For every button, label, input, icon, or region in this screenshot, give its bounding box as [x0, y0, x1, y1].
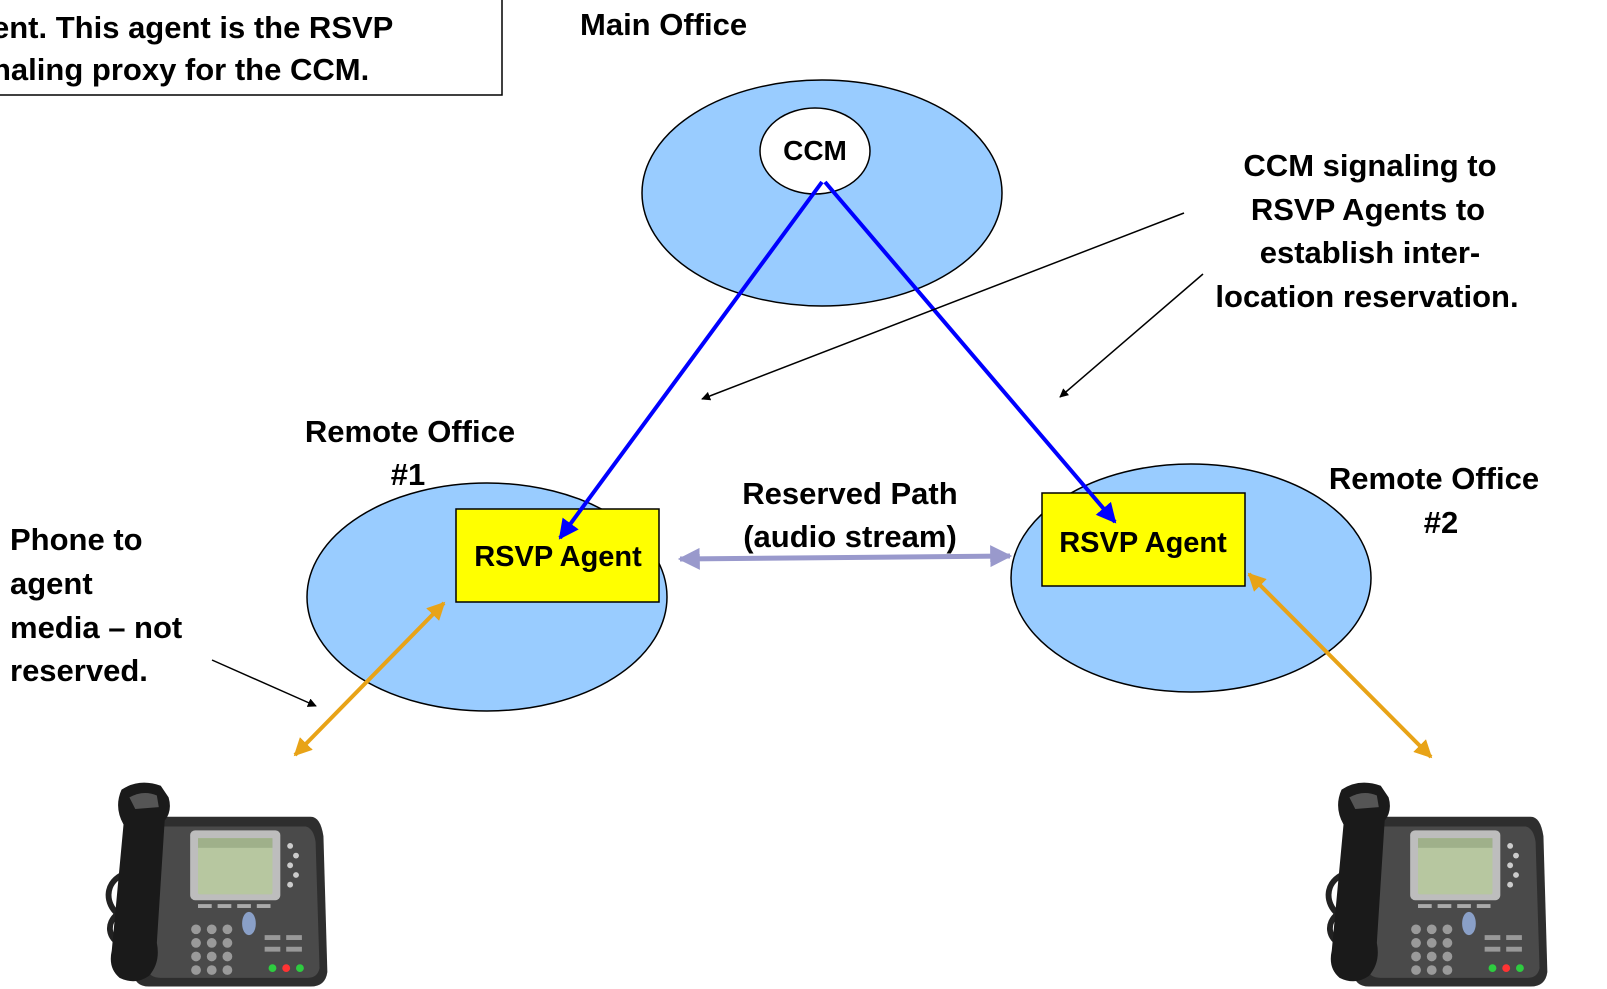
- rsvp-agent-1: [455, 508, 660, 603]
- ccm-to-agent-1-signal: [558, 180, 824, 540]
- phone-media-note-line-4: reserved.: [10, 653, 148, 688]
- ccm-signaling-note-line-2: RSVP Agents to: [1251, 192, 1485, 227]
- ccm-signaling-note-line-3: establish inter-: [1260, 235, 1481, 270]
- ccm-signaling-note-line-1: CCM signaling to: [1243, 148, 1496, 183]
- phone-media-note-line-2: agent: [10, 566, 93, 601]
- phone-2-media-arrow: [1247, 572, 1433, 759]
- top-note-line-2: naling proxy for the CCM.: [0, 52, 369, 87]
- main-office: Main Office CCM: [580, 7, 1003, 307]
- top-note: ent. This agent is the RSVP naling proxy…: [0, 0, 503, 96]
- ccm-label: CCM: [783, 135, 847, 166]
- ccm-to-agent-2-signal: [823, 180, 1117, 524]
- phone-media-pointer: [211, 659, 317, 707]
- phone-media-note: Phone to agent media – not reserved.: [10, 522, 317, 707]
- reserved-path-arrow: [677, 545, 1013, 570]
- phone-1-media-arrow: [293, 601, 446, 757]
- phone-media-note-line-1: Phone to: [10, 522, 143, 557]
- ccm-signaling-pointer-1: [701, 212, 1185, 401]
- remote-office-2-label-line-1: Remote Office: [1329, 461, 1539, 496]
- ip-phone-icon: [1329, 783, 1548, 987]
- reserved-path-label-line-2: (audio stream): [743, 519, 957, 554]
- rsvp-agent-1-label: RSVP Agent: [474, 541, 642, 573]
- rsvp-agent-2-label: RSVP Agent: [1059, 527, 1227, 559]
- ccm-signaling-pointer-2: [1059, 273, 1204, 398]
- remote-office-2-label-line-2: #2: [1424, 505, 1458, 540]
- remote-office-1: Remote Office #1 RSVP Agent: [305, 414, 668, 712]
- ccm-signaling-note-line-4: location reservation.: [1215, 279, 1518, 314]
- reserved-path-label-line-1: Reserved Path: [742, 476, 957, 511]
- rsvp-agent-2: [1041, 492, 1246, 587]
- phone-media-note-line-3: media – not: [10, 610, 182, 645]
- reserved-path: Reserved Path (audio stream): [677, 476, 1013, 570]
- top-note-line-1: ent. This agent is the RSVP: [0, 10, 393, 45]
- ip-phone-icon: [109, 783, 328, 987]
- ccm-signaling-note: CCM signaling to RSVP Agents to establis…: [701, 148, 1519, 401]
- remote-office-1-label-line-2: #1: [391, 457, 425, 492]
- main-office-label: Main Office: [580, 7, 747, 42]
- top-note-box: [0, 0, 503, 96]
- remote-office-1-label-line-1: Remote Office: [305, 414, 515, 449]
